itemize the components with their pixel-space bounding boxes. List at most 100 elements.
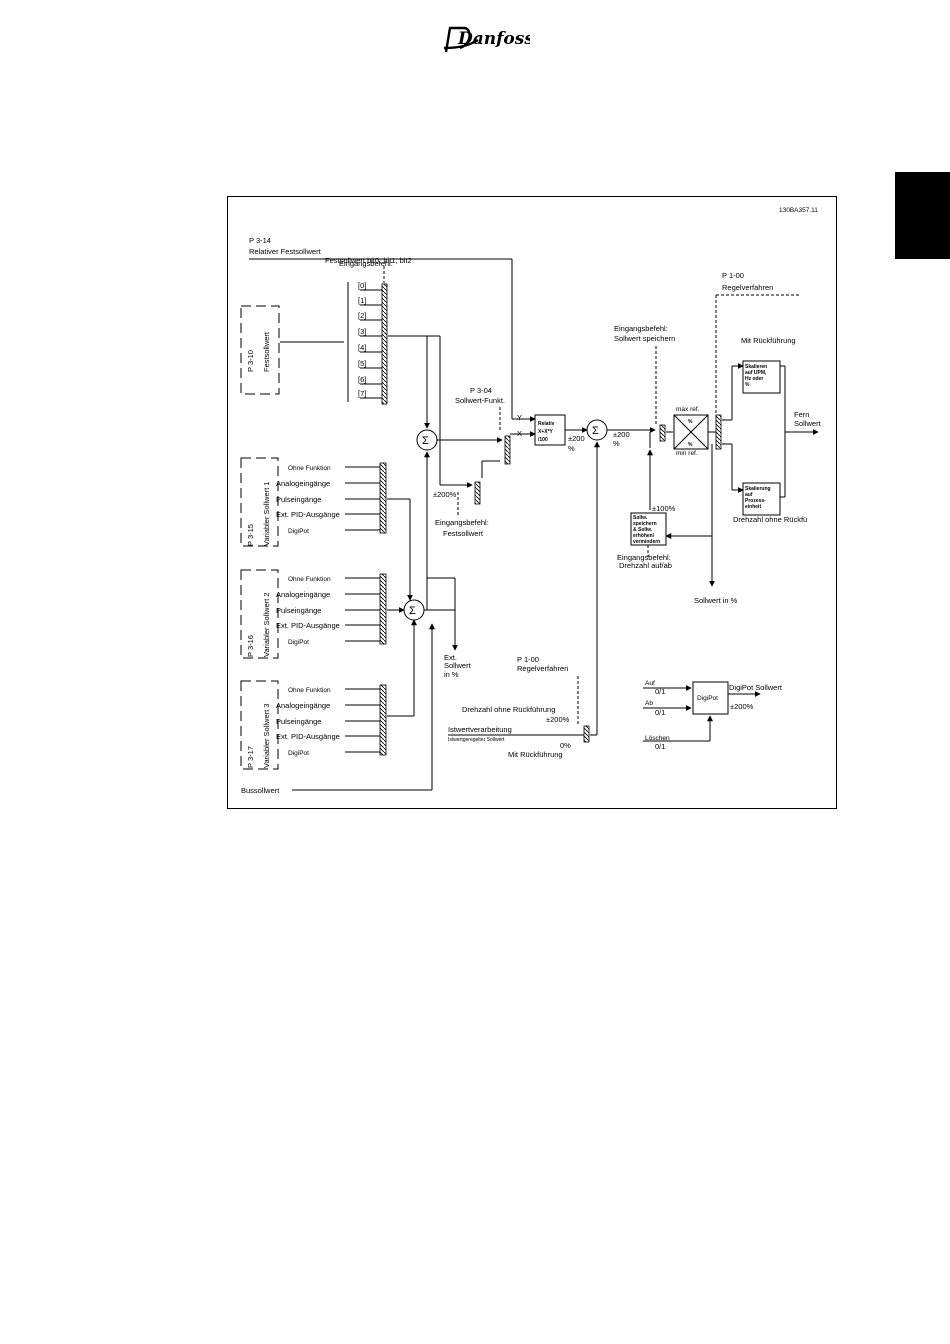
preset-slot: [1] (358, 296, 366, 305)
preset-slot: [2] (358, 311, 366, 320)
option-label: Analogeingänge (276, 590, 330, 599)
limiter-bar (715, 414, 722, 450)
option-label: Ohne Funktion (288, 465, 331, 472)
digipot-down-val: 0/1 (655, 708, 665, 717)
speed-block-line: speichern (633, 521, 657, 527)
var-ref-1-param: P 3-15 (246, 524, 255, 546)
preset-cmd-value: Festsollwert bit0, bit1, bit2 (325, 256, 412, 265)
p1-00-top-name: Regelverfahren (722, 283, 773, 292)
remote-ref-l2: Sollwert (794, 419, 822, 428)
zero-pct: 0% (560, 741, 571, 750)
pm200-c: ±200% (546, 715, 570, 724)
p3-04-param: P 3-04 (470, 386, 492, 395)
pm200-b: ±200 (613, 430, 630, 439)
preset-slot: [3] (358, 327, 366, 336)
diagram-frame (227, 196, 837, 809)
scale-rpm-line: % (745, 382, 750, 388)
scale-proc-line: Prozess- (745, 498, 766, 504)
hold-switch (659, 424, 666, 442)
digipot-down: Ab (645, 700, 653, 707)
digipot-clear: Löschen (645, 735, 670, 742)
option-label: Ext. PID-Ausgänge (276, 732, 340, 741)
festsollwert-switch (474, 481, 481, 505)
preset-cmd2-title: Eingangsbefehl: (435, 518, 489, 527)
option-label: DigiPot (288, 528, 309, 535)
relative-l3: /100 (538, 437, 548, 443)
ext-ref-l3: in % (444, 670, 459, 679)
open-loop-speed: Drehzahl ohne Rückfü (733, 515, 807, 524)
p3-14-name: Relativer Festsollwert (249, 247, 322, 256)
feedback: Istwertverarbeitung (448, 725, 512, 734)
doc-code: 130BA357.11 (779, 207, 818, 214)
feedback-switch (583, 725, 590, 743)
scale-proc-line: auf (745, 492, 753, 498)
option-label: Pulseingänge (276, 495, 321, 504)
option-label: DigiPot (288, 639, 309, 646)
option-label: Analogeingänge (276, 479, 330, 488)
relative-l1: Relativ (538, 421, 555, 427)
digipot-block: DigiPot (697, 695, 718, 702)
digipot-up: Auf (645, 680, 655, 687)
sum-2: Σ (592, 425, 599, 437)
p1-00-top-param: P 1-00 (722, 271, 744, 280)
speed-block-line: & Sollw. (633, 527, 653, 533)
p3-10-param: P 3-10 (246, 350, 255, 372)
speed-block-line: erhöhen/ (633, 533, 655, 539)
speed-block-line: vermindern (633, 539, 660, 545)
speed-cmd-value: Drehzahl auf/ab (619, 561, 672, 570)
preset-slot: [4] (358, 343, 366, 352)
pct-sign-1: % (688, 419, 693, 425)
preset-slot: [5] (358, 359, 366, 368)
p3-14-param: P 3-14 (249, 236, 271, 245)
var-ref-2-name: Variabler Sollwert 2 (262, 593, 271, 657)
sum-1: Σ (422, 435, 429, 447)
scale-rpm-line: auf UPM, (745, 370, 767, 376)
pct-b: % (613, 439, 620, 448)
digipot-up-val: 0/1 (655, 687, 665, 696)
option-label: Ext. PID-Ausgänge (276, 621, 340, 630)
closed-loop: Mit Rückführung (741, 336, 796, 345)
pct-sign-2: % (688, 442, 693, 448)
pm200-a: ±200 (568, 434, 585, 443)
hold-cmd-value: Sollwert speichern (614, 334, 675, 343)
y-label: Y (517, 413, 522, 422)
ref-in-pct: Sollwert in % (694, 596, 738, 605)
var-ref-3-param: P 3-17 (246, 746, 255, 768)
bus-ref: Bussollwert (241, 786, 280, 795)
feedback-sub: Istwertgeregelter Sollwert (448, 737, 505, 743)
open-loop: Drehzahl ohne Rückführung (462, 705, 555, 714)
digipot-clear-val: 0/1 (655, 742, 665, 751)
chapter-tab (895, 172, 950, 259)
x-label: X (517, 429, 522, 438)
relative-l2: X+X*Y (538, 429, 554, 435)
scale-rpm-line: Hz oder (745, 376, 763, 382)
hold-cmd-title: Eingangsbefehl: (614, 324, 668, 333)
sollwert-funkt-switch (504, 435, 511, 465)
ext-ref-l2: Sollwert (444, 661, 472, 670)
p1-00-bottom-name: Regelverfahren (517, 664, 568, 673)
preset-cmd-title: Eingangsbefehl: (339, 259, 393, 268)
preset-slots: [0] [1] [2] [3] [4] [5] [6] [7] (358, 281, 366, 398)
scale-rpm-block: Skalieren auf UPM, Hz oder % (745, 364, 767, 388)
preset-cmd2-value: Festsollwert (443, 529, 484, 538)
pm200-preset: ±200% (433, 490, 457, 499)
p1-00-bottom-param: P 1-00 (517, 655, 539, 664)
option-label: Ext. PID-Ausgänge (276, 510, 340, 519)
var-ref-1-name: Variabler Sollwert 1 (262, 482, 271, 546)
scale-proc-line: Skalierung (745, 486, 771, 492)
var-ref-1-bar (379, 462, 387, 534)
scale-rpm-line: Skalieren (745, 364, 767, 370)
option-label: Analogeingänge (276, 701, 330, 710)
speed-cmd-title: Eingangsbefehl: (617, 553, 671, 562)
speed-block: Sollw. speichern & Sollw. erhöhen/ vermi… (633, 515, 660, 545)
sum-3: Σ (409, 605, 416, 617)
scale-proc-block: Skalierung auf Prozess- einheit (745, 486, 771, 510)
option-label: Ohne Funktion (288, 687, 331, 694)
pm100: ±100% (652, 504, 676, 513)
scale-proc-line: einheit (745, 504, 761, 510)
var-ref-3-name: Variabler Sollwert 3 (262, 704, 271, 768)
ext-ref-l1: Ext. (444, 653, 457, 662)
pct-a: % (568, 444, 575, 453)
p3-10-name: Festsollwert (262, 331, 271, 372)
